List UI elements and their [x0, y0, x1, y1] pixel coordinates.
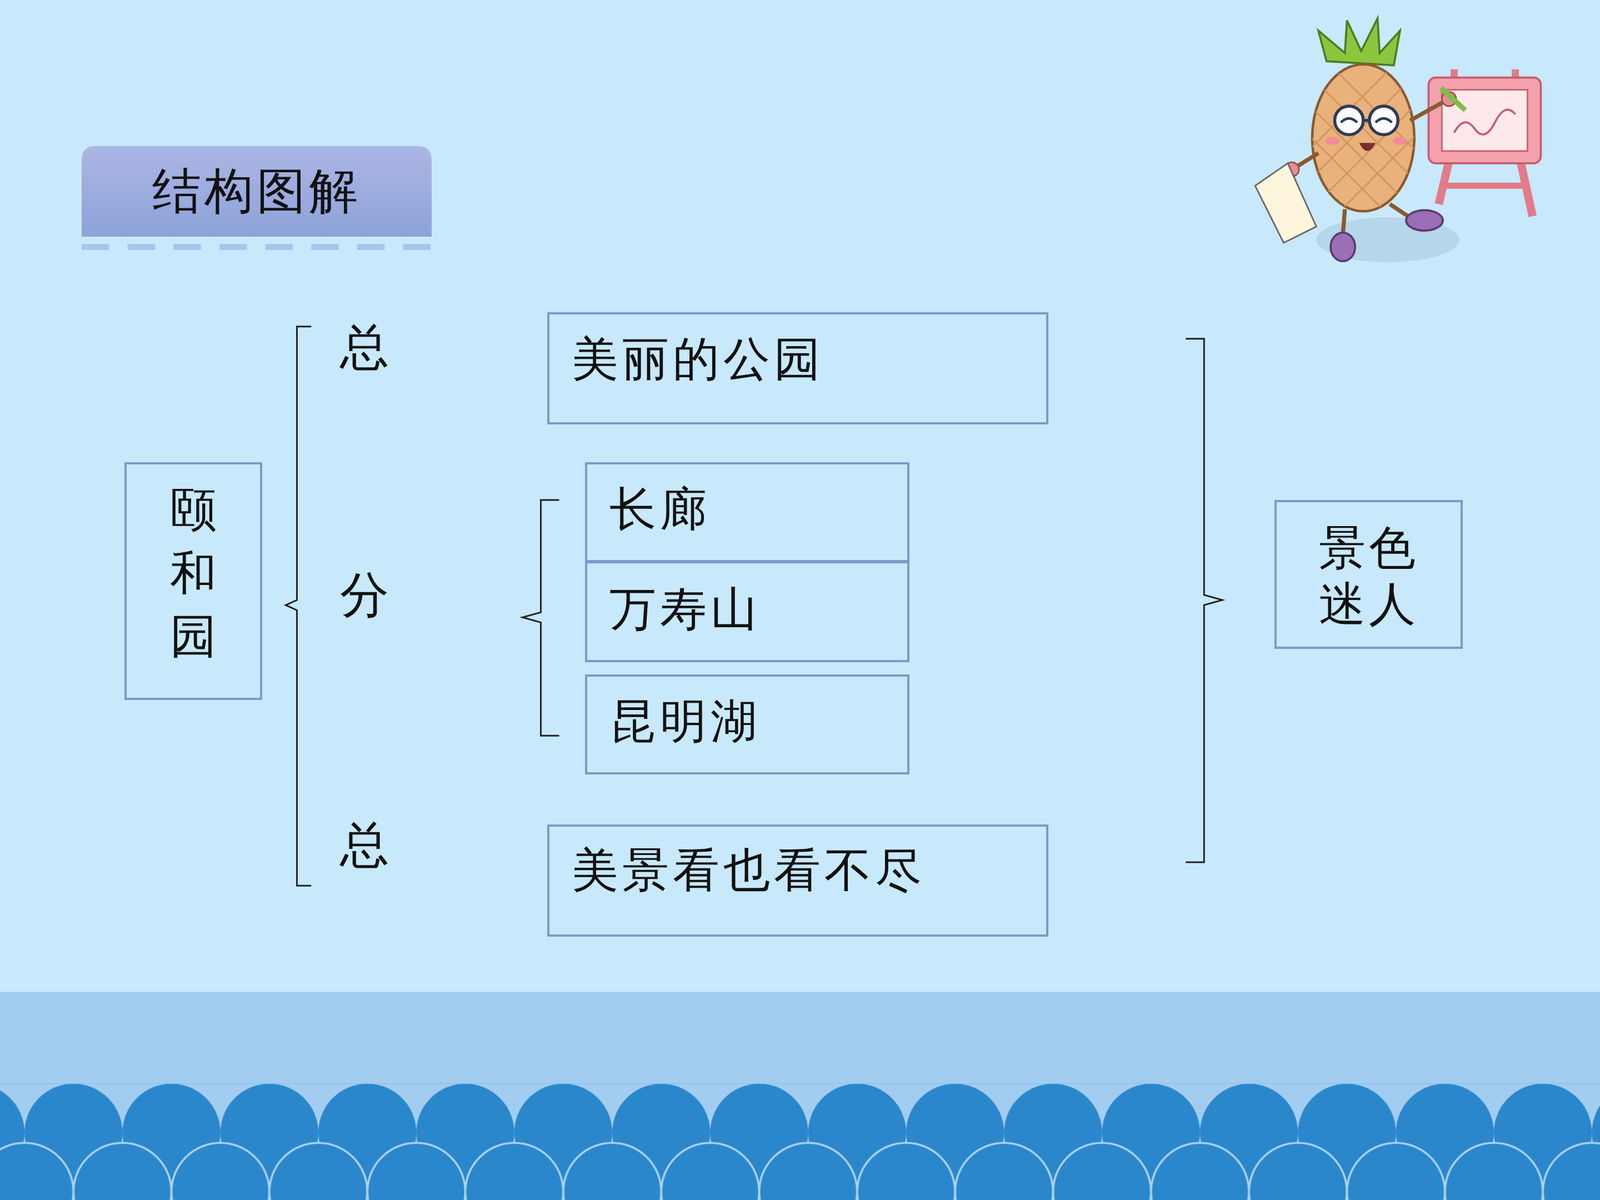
- bottom-band: [0, 991, 1600, 1200]
- text-box: 万寿山: [585, 561, 910, 663]
- box-text: 景色迷人: [1313, 520, 1425, 633]
- box-text: 美景看也看不尽: [571, 842, 1047, 898]
- title-tab: [81, 146, 432, 237]
- section-label: 分: [340, 567, 389, 623]
- text-box: 长廊: [585, 462, 910, 563]
- text-box: 颐和园: [124, 462, 263, 700]
- left-brace: [285, 326, 312, 887]
- text-box: 昆明湖: [585, 674, 910, 775]
- title-dashes: [81, 243, 436, 250]
- box-text: 万寿山: [609, 581, 908, 637]
- box-text: 昆明湖: [609, 693, 908, 749]
- text-box: 美景看也看不尽: [547, 824, 1049, 937]
- box-text: 颐和园: [165, 477, 222, 668]
- right-brace: [1185, 338, 1223, 863]
- inner-brace: [522, 500, 559, 736]
- pineapple-mascot: [1255, 18, 1541, 263]
- text-box: 景色迷人: [1274, 500, 1463, 649]
- text-box: 美丽的公园: [547, 312, 1049, 425]
- box-text: 美丽的公园: [571, 331, 1047, 387]
- section-label: 总: [340, 319, 389, 375]
- wave-scallops: [0, 1083, 1600, 1200]
- title-text: 结构图解: [81, 146, 432, 237]
- box-text: 长廊: [609, 481, 908, 537]
- section-label: 总: [340, 817, 389, 873]
